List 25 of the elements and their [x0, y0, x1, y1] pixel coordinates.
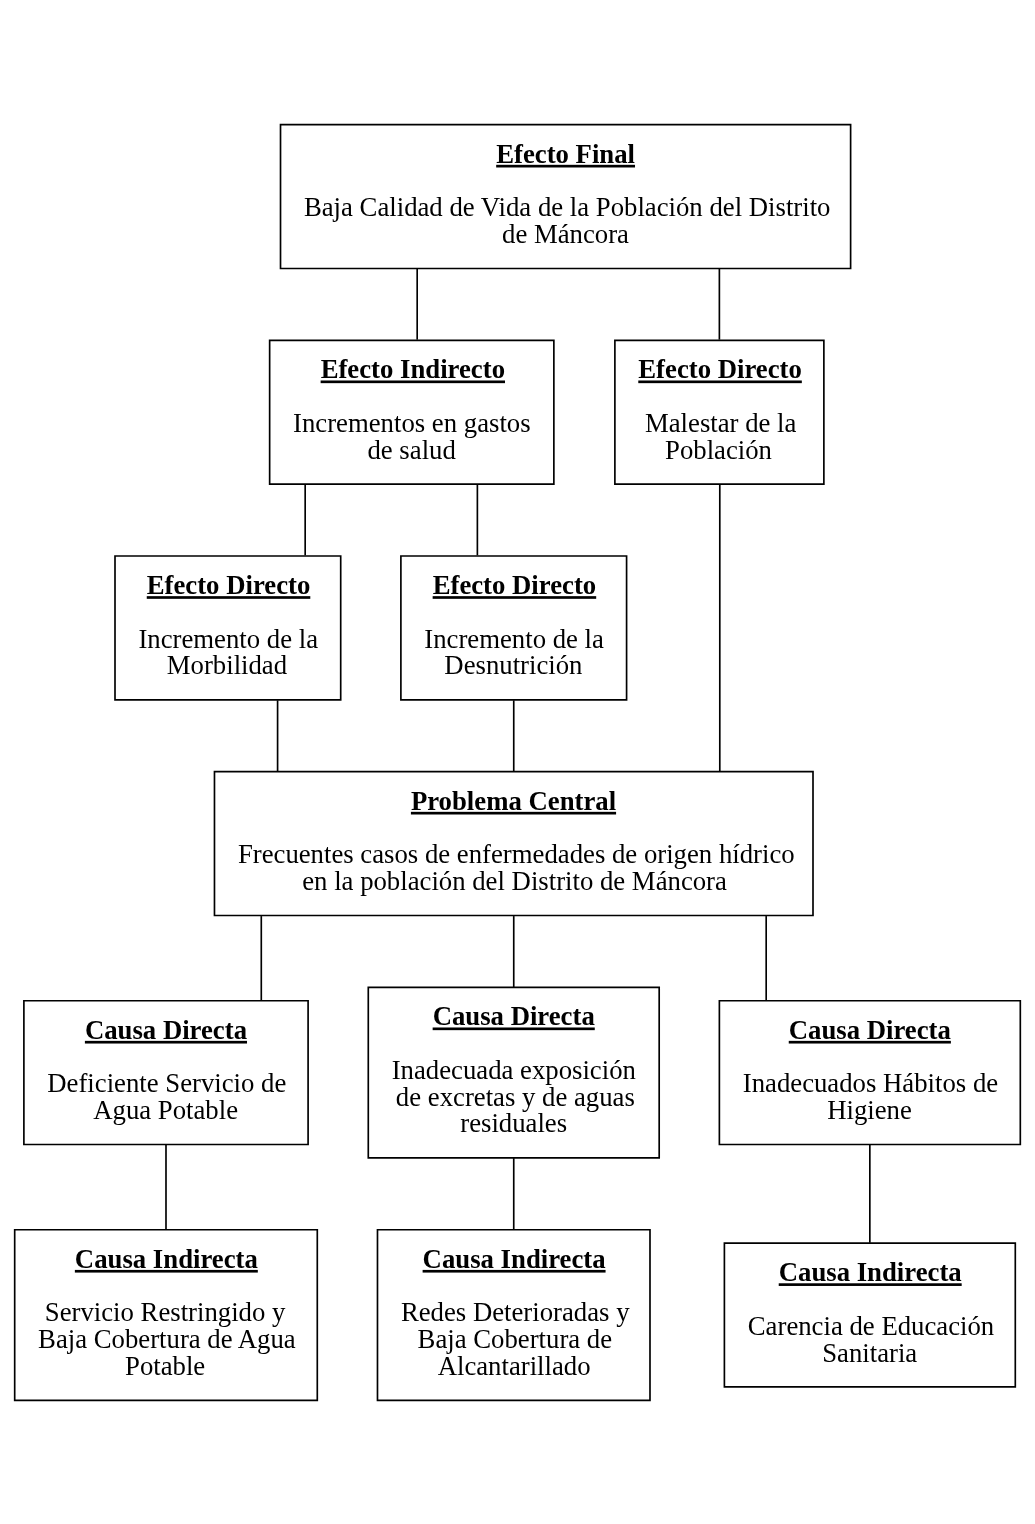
connector [718, 267, 721, 340]
connector [765, 914, 768, 1001]
node-box: Efecto Indirecto Incrementos en gastos de salud [268, 339, 555, 485]
node-box: Causa Indirecta Redes Deterioradas y Baja Cobertura de Alcantarillado [376, 1228, 651, 1401]
connector [304, 483, 306, 556]
connector [165, 1143, 167, 1230]
connector [512, 1156, 515, 1230]
connector [276, 699, 279, 772]
node-box: Causa Directa Inadecuados Hábitos de Higiene [718, 999, 1022, 1145]
connector [476, 483, 479, 556]
connector [260, 914, 263, 1001]
node-box: Causa Indirecta Servicio Restringido y Baja Cobertura de Agua Potable [13, 1228, 319, 1401]
node-box: Efecto Directo Incremento de la Morbilidad [114, 554, 342, 701]
node-box: Problema Central Frecuentes casos de enfermedades de origen hídrico en la población del Distrito de Máncora [213, 770, 814, 916]
connector [512, 699, 515, 772]
connector [416, 267, 419, 340]
node-box: Causa Indirecta Carencia de Educación Sanitaria [723, 1241, 1017, 1388]
node-box: Efecto Final Baja Calidad de Vida de la Población del Distrito de Máncora [279, 123, 852, 269]
connector [718, 483, 721, 772]
node-box: Causa Directa Inadecuada exposición de excretas y de aguas residuales [367, 986, 661, 1159]
connector [512, 914, 515, 988]
connector [869, 1143, 871, 1244]
node-box: Causa Directa Deficiente Servicio de Agua Potable [23, 999, 309, 1145]
node-box: Efecto Directo Incremento de la Desnutrición [400, 554, 628, 701]
node-box: Efecto Directo Malestar de la Población [614, 339, 825, 485]
